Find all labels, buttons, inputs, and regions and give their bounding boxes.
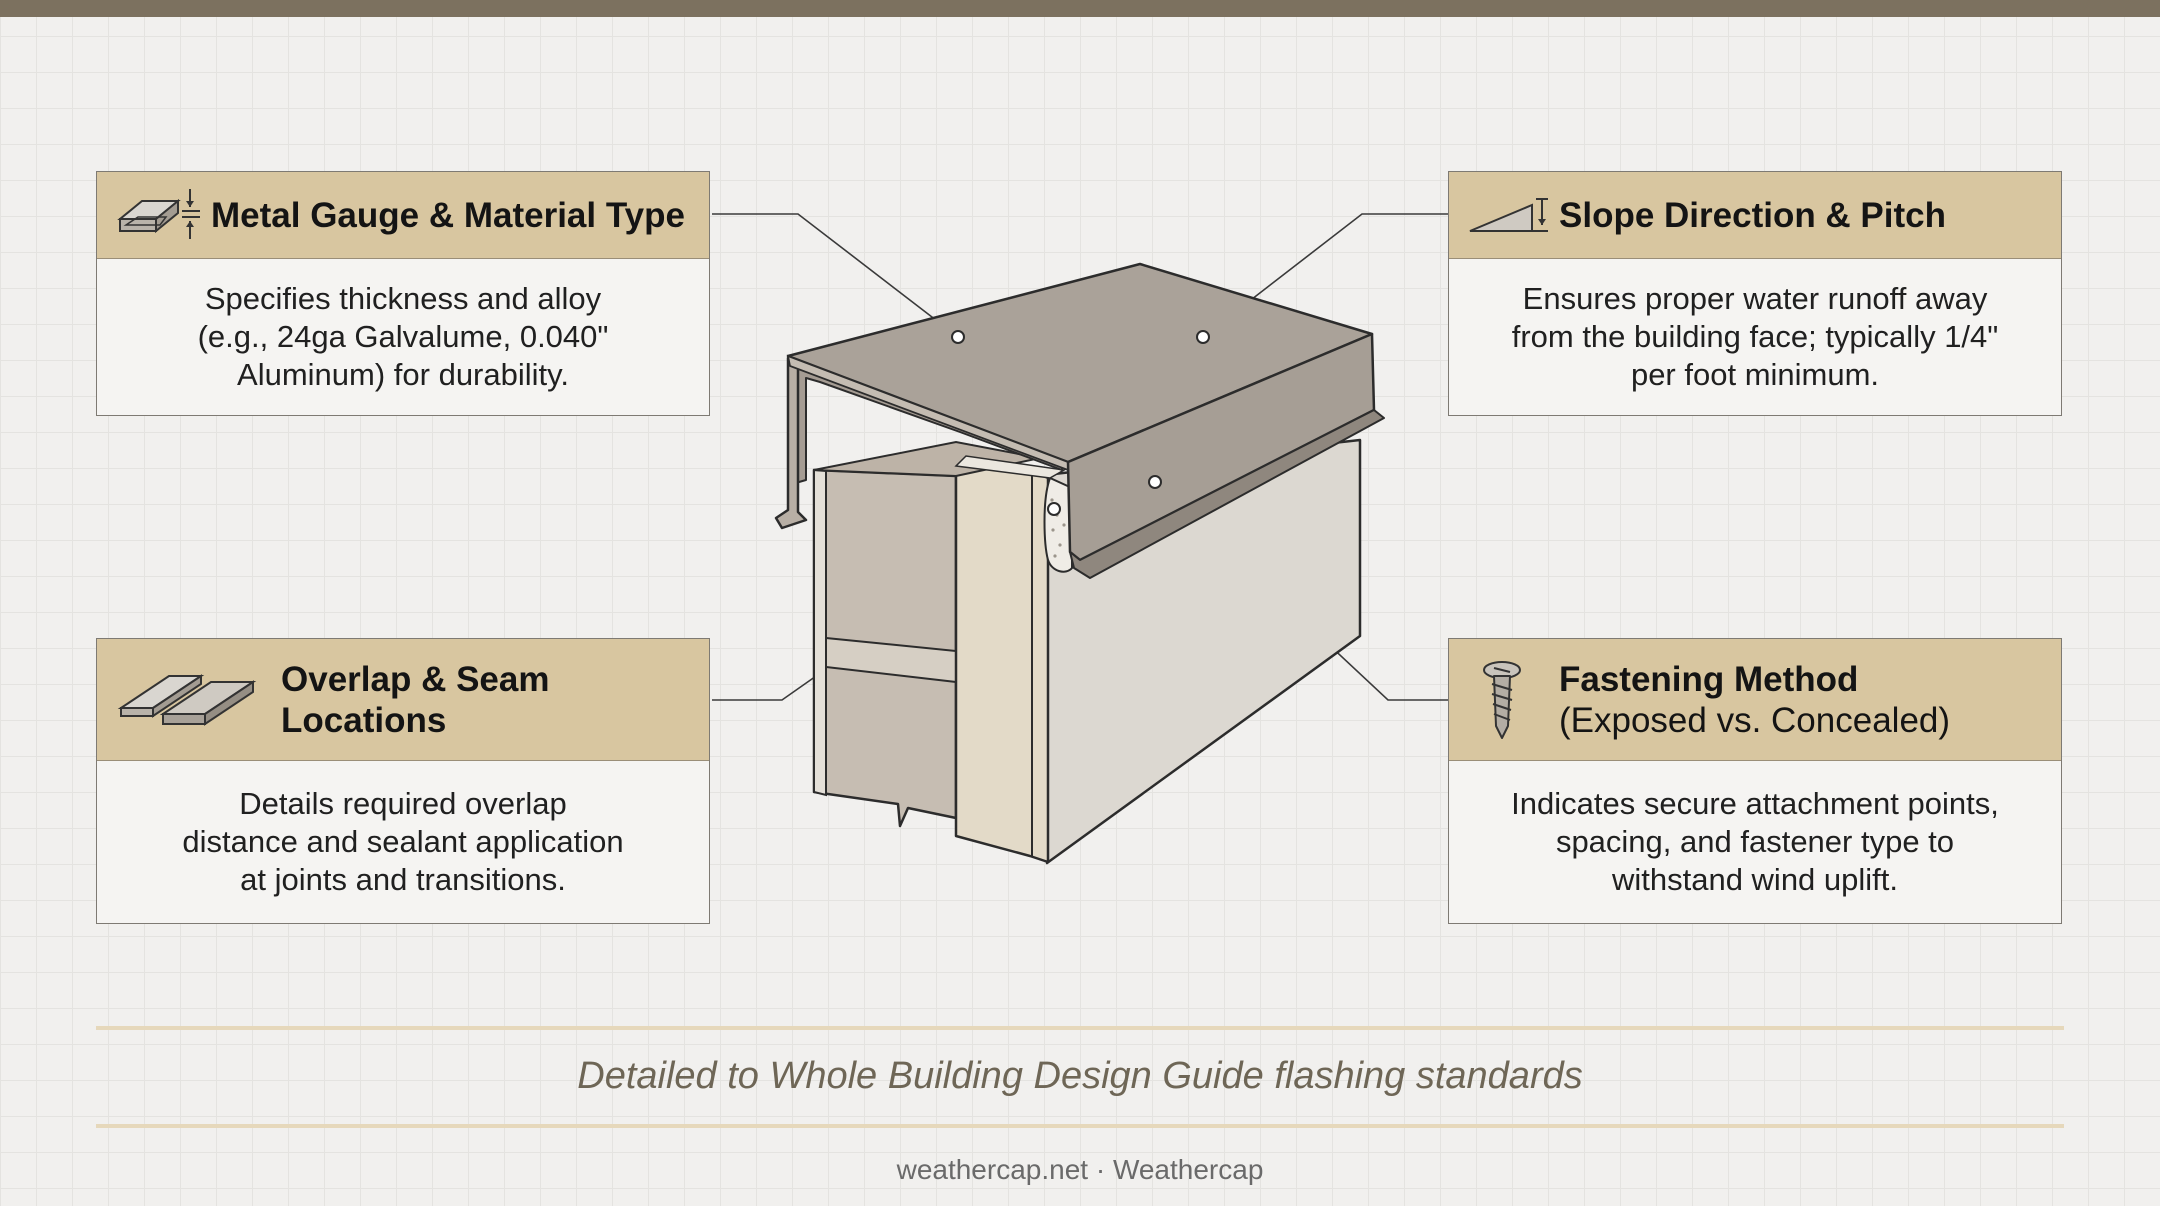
card-title: Metal Gauge & Material Type [211, 195, 685, 235]
body-line: Indicates secure attachment points, [1511, 786, 1999, 821]
card-body: Specifies thickness and alloy (e.g., 24g… [97, 259, 709, 415]
body-line: spacing, and fastener type to [1555, 824, 1955, 859]
body-line: Ensures proper water runoff away [1522, 281, 1988, 316]
seam-overlap-icon [115, 668, 259, 732]
card-body: Indicates secure attachment points, spac… [1449, 761, 2061, 923]
card-title: Slope Direction & Pitch [1559, 195, 1946, 235]
card-metal-gauge: Metal Gauge & Material Type Specifies th… [96, 171, 710, 416]
card-header: Overlap & Seam Locations [97, 639, 709, 761]
body-line: Aluminum) for durability. [237, 357, 569, 392]
source-credit: weathercap.net · Weathercap [896, 1154, 1264, 1185]
body-line: distance and sealant application [182, 824, 624, 859]
card-fastening: Fastening Method (Exposed vs. Concealed)… [1448, 638, 2062, 924]
body-line: withstand wind uplift. [1611, 862, 1899, 897]
card-slope: Slope Direction & Pitch Ensures proper w… [1448, 171, 2062, 416]
body-line: per foot minimum. [1630, 357, 1880, 392]
card-title: Overlap & Seam Locations [281, 659, 549, 741]
card-title: Fastening Method (Exposed vs. Concealed) [1559, 659, 1950, 741]
card-header: Slope Direction & Pitch [1449, 172, 2061, 259]
card-body: Ensures proper water runoff away from th… [1449, 259, 2061, 415]
card-header: Fastening Method (Exposed vs. Concealed) [1449, 639, 2061, 761]
slope-wedge-icon [1467, 195, 1551, 235]
screw-icon [1467, 660, 1537, 740]
card-body: Details required overlap distance and se… [97, 761, 709, 923]
body-line: Details required overlap [239, 786, 567, 821]
callout-dots [951, 330, 1210, 516]
body-line: (e.g., 24ga Galvalume, 0.040" [197, 319, 609, 354]
title-line: Locations [281, 700, 447, 740]
title-line: Fastening Method [1559, 659, 1859, 699]
title-line: Overlap & Seam [281, 659, 550, 699]
top-bar [0, 0, 2160, 17]
card-subtitle: (Exposed vs. Concealed) [1559, 700, 1951, 740]
card-header: Metal Gauge & Material Type [97, 172, 709, 259]
body-line: at joints and transitions. [240, 862, 566, 897]
divider-bottom [96, 1124, 2064, 1128]
standards-note: Detailed to Whole Building Design Guide … [577, 1055, 1583, 1097]
divider-top [96, 1026, 2064, 1030]
sheet-thickness-icon [115, 187, 203, 243]
body-line: from the building face; typically 1/4" [1511, 319, 1999, 354]
body-line: Specifies thickness and alloy [204, 281, 602, 316]
card-overlap: Overlap & Seam Locations Details require… [96, 638, 710, 924]
